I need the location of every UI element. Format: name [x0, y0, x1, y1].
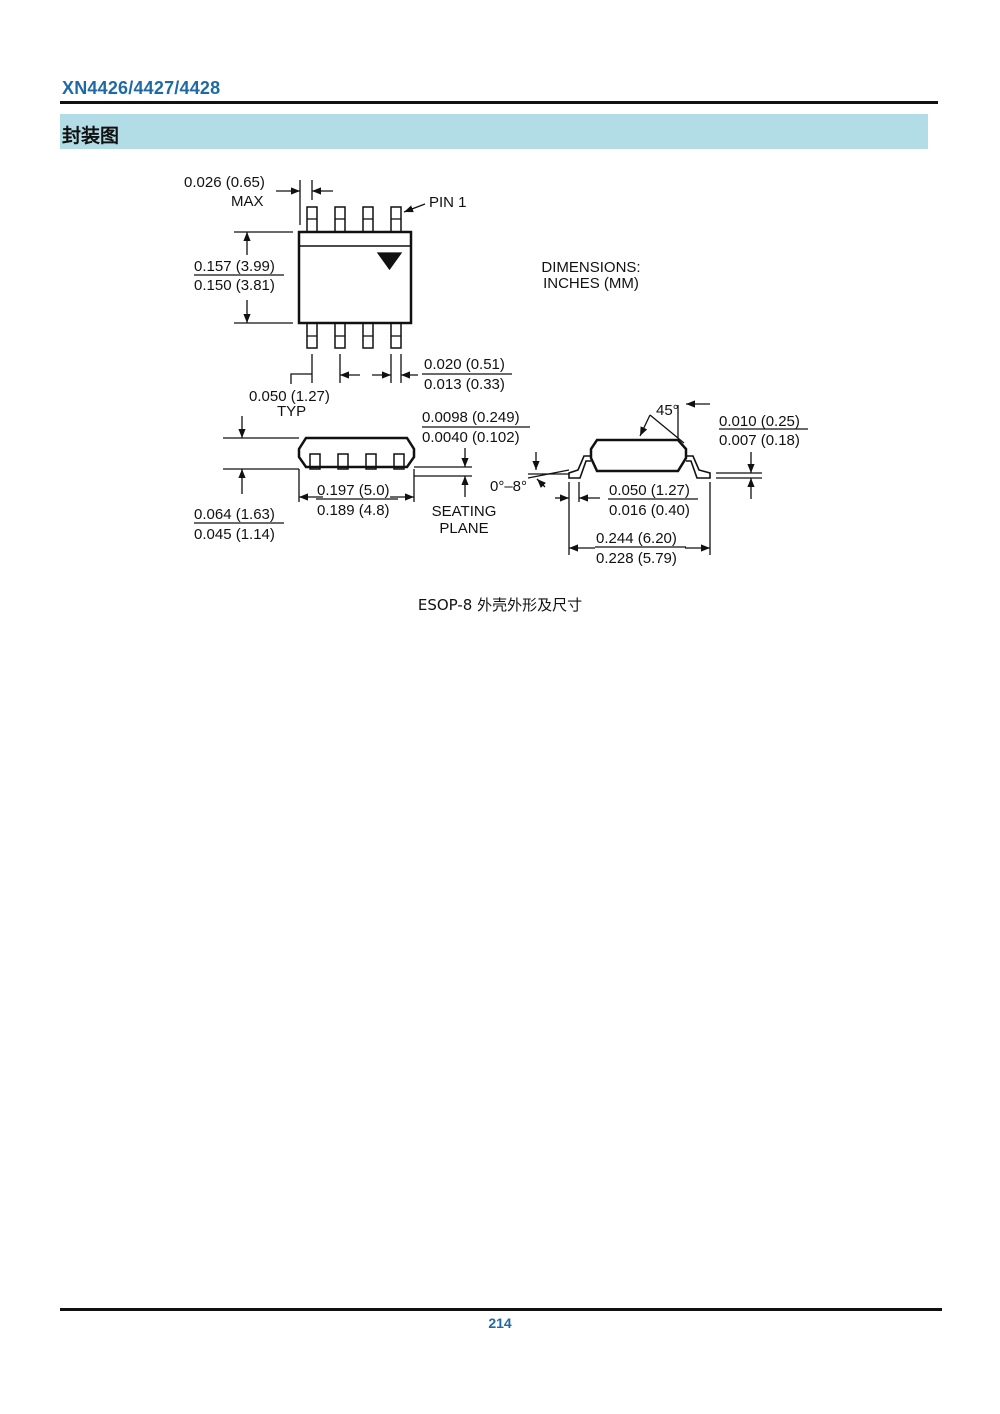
document-title: XN4426/4427/4428 — [62, 78, 221, 98]
dim-body-width-min: 0.150 (3.81) — [194, 277, 275, 294]
dim-length-min: 0.189 (4.8) — [317, 502, 390, 519]
header-rule — [60, 101, 938, 104]
footer-rule — [60, 1308, 942, 1311]
dimensions-note-line2: INCHES (MM) — [543, 275, 639, 292]
dim-overall-min: 0.228 (5.79) — [596, 550, 677, 567]
pin1-label: PIN 1 — [429, 194, 467, 211]
dim-lead-w-max: 0.020 (0.51) — [424, 356, 505, 373]
dim-foot-angle: 0°–8° — [490, 478, 527, 495]
side-view — [194, 416, 530, 524]
dim-pitch: 0.050 (1.27) — [249, 388, 330, 405]
dimensions-note-line1: DIMENSIONS: — [541, 259, 640, 276]
dim-body-width-max: 0.157 (3.99) — [194, 258, 275, 275]
section-band — [60, 114, 928, 149]
figure-caption: ESOP-8 外壳外形及尺寸 — [417, 596, 583, 614]
section-title: 封装图 — [62, 125, 120, 147]
dim-height-max: 0.064 (1.63) — [194, 506, 275, 523]
dim-lead-thickness-min: 0.007 (0.18) — [719, 432, 800, 449]
seating-plane-line2: PLANE — [439, 520, 488, 537]
top-view — [194, 180, 512, 384]
dim-overall-max: 0.244 (6.20) — [596, 530, 677, 547]
end-view — [527, 400, 808, 555]
dim-foot-max: 0.050 (1.27) — [609, 482, 690, 499]
dim-length-max: 0.197 (5.0) — [317, 482, 390, 499]
dim-height-min: 0.045 (1.14) — [194, 526, 275, 543]
page-number: 214 — [488, 1315, 512, 1331]
dim-lead-width-max-label: MAX — [231, 193, 264, 210]
dim-foot-min: 0.016 (0.40) — [609, 502, 690, 519]
dim-standoff-min: 0.0040 (0.102) — [422, 429, 520, 446]
dim-lead-thickness-max: 0.010 (0.25) — [719, 413, 800, 430]
dim-lead-w-min: 0.013 (0.33) — [424, 376, 505, 393]
package-outline-drawing: 0.026 (0.65) MAX PIN 1 0.157 (3.99) 0.15… — [184, 174, 808, 567]
seating-plane-line1: SEATING — [432, 503, 497, 520]
dim-pitch-typ: TYP — [277, 403, 306, 420]
dim-standoff-max: 0.0098 (0.249) — [422, 409, 520, 426]
dim-lead-width-max: 0.026 (0.65) — [184, 174, 265, 191]
dim-chamfer-angle: 45° — [656, 402, 679, 419]
